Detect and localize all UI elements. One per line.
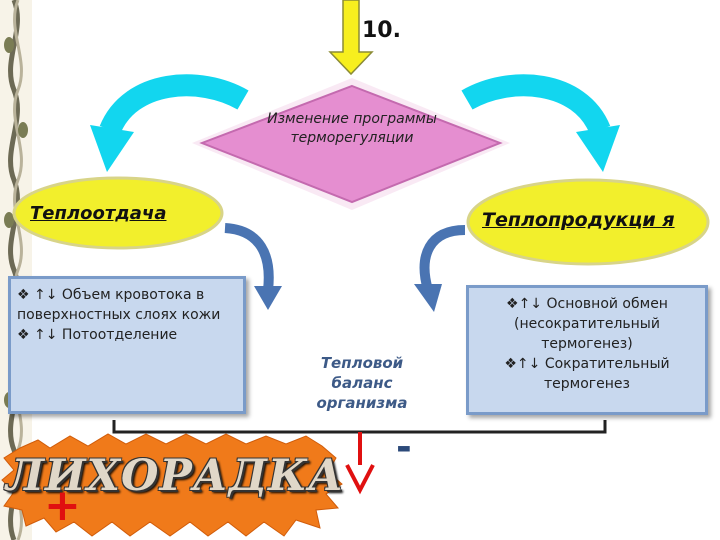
red-down-arrow-icon <box>345 464 375 495</box>
down-arrow-icon <box>328 0 374 76</box>
right-title: Теплопродукци я <box>482 209 675 231</box>
fever-label: ЛИХОРАДКА <box>6 451 345 501</box>
curved-arrow-icon <box>224 223 282 310</box>
oval-left <box>12 176 224 250</box>
left-title: Теплоотдача <box>30 203 167 224</box>
balance-brace <box>112 420 607 434</box>
center-diamond <box>192 78 510 210</box>
list-item: ❖ ↑↓ Объем кровотока в поверхностных сло… <box>17 287 221 323</box>
center-label: Изменение программы терморегуляции <box>267 111 437 146</box>
minus-sign: - <box>396 425 412 469</box>
curved-arrow-icon <box>461 74 620 172</box>
right-box: ❖↑↓ Основной обмен (несократительный тер… <box>466 285 708 415</box>
list-item: ❖↑↓ Сократительный термогенез <box>504 356 670 392</box>
left-box: ❖ ↑↓ Объем кровотока в поверхностных сло… <box>8 276 246 414</box>
starburst-icon <box>1 433 343 537</box>
plus-sign: + <box>44 480 81 531</box>
curved-arrow-icon <box>414 225 466 312</box>
curved-arrow-icon <box>90 74 249 172</box>
slide-number: 10. <box>362 18 401 43</box>
balance-label: Тепловой баланс организма <box>316 354 408 412</box>
oval-right <box>466 178 710 266</box>
list-item: ❖ ↑↓ Потоотделение <box>17 327 178 343</box>
list-item: ❖↑↓ Основной обмен (несократительный тер… <box>506 296 668 352</box>
